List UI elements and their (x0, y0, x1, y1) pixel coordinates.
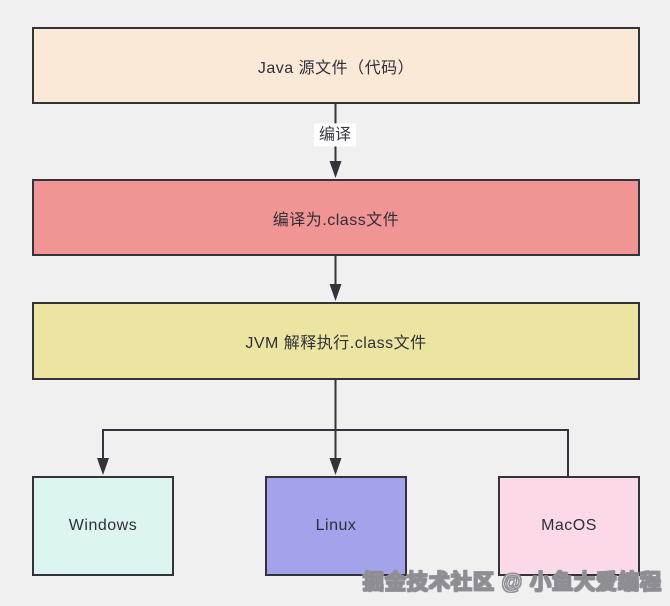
node-java-source-label: Java 源文件（代码） (257, 59, 415, 77)
node-jvm: JVM 解释执行.class文件 (32, 302, 640, 380)
watermark-text: 掘金技术社区 @ 小鱼大爱编程 (362, 571, 662, 595)
node-windows: Windows (32, 476, 174, 576)
node-macos-label: MacOS (541, 517, 597, 534)
node-class-file: 编译为.class文件 (32, 179, 640, 256)
node-linux: Linux (265, 476, 407, 576)
node-class-file-label: 编译为.class文件 (272, 211, 400, 229)
node-java-source: Java 源文件（代码） (32, 27, 640, 104)
node-linux-label: Linux (315, 517, 357, 534)
node-jvm-label: JVM 解释执行.class文件 (245, 335, 427, 352)
node-windows-label: Windows (68, 517, 138, 534)
edge-label-compile: 编译 (313, 123, 357, 147)
node-macos: MacOS (498, 476, 640, 576)
